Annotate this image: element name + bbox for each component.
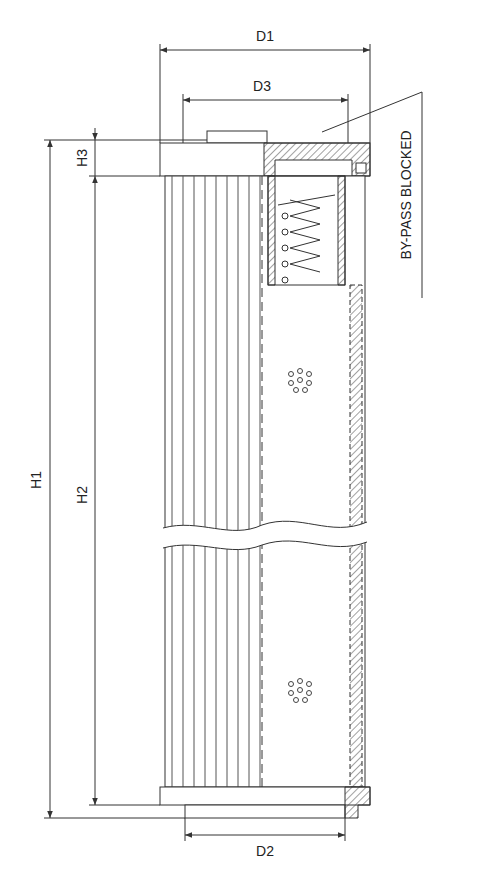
hole [289, 682, 294, 687]
dimension-line [95, 140, 96, 176]
dimension-label: BY-PASS BLOCKED [398, 130, 414, 259]
cap-section [345, 787, 370, 818]
valve-wall [268, 176, 275, 285]
hole [294, 388, 299, 393]
bypass-valve [268, 176, 345, 285]
screw [356, 163, 366, 173]
hole [303, 388, 308, 393]
filter-body [165, 176, 365, 787]
extension-line [44, 818, 185, 819]
extension-line [44, 140, 207, 141]
leader-line [422, 92, 423, 298]
hole [307, 372, 312, 377]
top-end-cap [160, 143, 370, 176]
hole [289, 372, 294, 377]
spring [290, 200, 320, 272]
pleat-line [238, 176, 239, 787]
extension-line [89, 176, 160, 177]
break-gap [163, 521, 367, 549]
hole [294, 698, 299, 703]
extension-line [348, 94, 349, 143]
hole [298, 378, 303, 383]
break-line [163, 521, 367, 530]
dimension-line [160, 50, 370, 51]
hole [298, 688, 303, 693]
extension-line [370, 44, 371, 143]
extension-line [345, 818, 346, 841]
extension-line [185, 818, 186, 841]
spring-coil [282, 245, 288, 251]
spring-coil [282, 229, 288, 235]
spring-coil [282, 261, 288, 267]
hole [307, 691, 312, 696]
pleat-line [227, 176, 228, 787]
hole [289, 691, 294, 696]
dimension-line [183, 100, 348, 101]
dimension-arrow [95, 128, 96, 140]
hole [307, 381, 312, 386]
valve-wall [338, 176, 345, 285]
dimension-label: D2 [256, 843, 274, 859]
bottom-ring [185, 805, 345, 818]
pleat-line [260, 176, 261, 787]
pleat-line [249, 176, 250, 787]
dimension-label: H3 [74, 149, 90, 167]
extension-line [160, 44, 161, 143]
hole [307, 682, 312, 687]
poppet [278, 195, 335, 205]
cap-section [264, 143, 370, 176]
bottom-end-cap [160, 787, 370, 805]
pleat-line [194, 176, 195, 787]
spring-coil [282, 213, 288, 219]
pleat-line [172, 176, 173, 787]
dimension-line [185, 835, 345, 836]
dimension-line [95, 176, 96, 805]
pleat-line [205, 176, 206, 787]
pleat-line [183, 176, 184, 787]
spring-coils [282, 213, 288, 283]
dimension-label: D3 [253, 78, 271, 94]
break-line [163, 541, 367, 550]
spring-coil [282, 277, 288, 283]
hole [298, 679, 303, 684]
pleat-line [216, 176, 217, 787]
leader-line [322, 92, 422, 132]
extension-line [89, 805, 160, 806]
dimension-label: H2 [74, 486, 90, 504]
dimension-line [50, 140, 51, 818]
pleat-lines [172, 176, 260, 787]
hole [298, 369, 303, 374]
hole [289, 381, 294, 386]
dimension-label: H1 [28, 471, 44, 489]
extension-line [183, 94, 184, 143]
seal-plate [207, 131, 267, 143]
hole [303, 698, 308, 703]
dimension-label: D1 [256, 28, 274, 44]
center-line [262, 176, 263, 787]
